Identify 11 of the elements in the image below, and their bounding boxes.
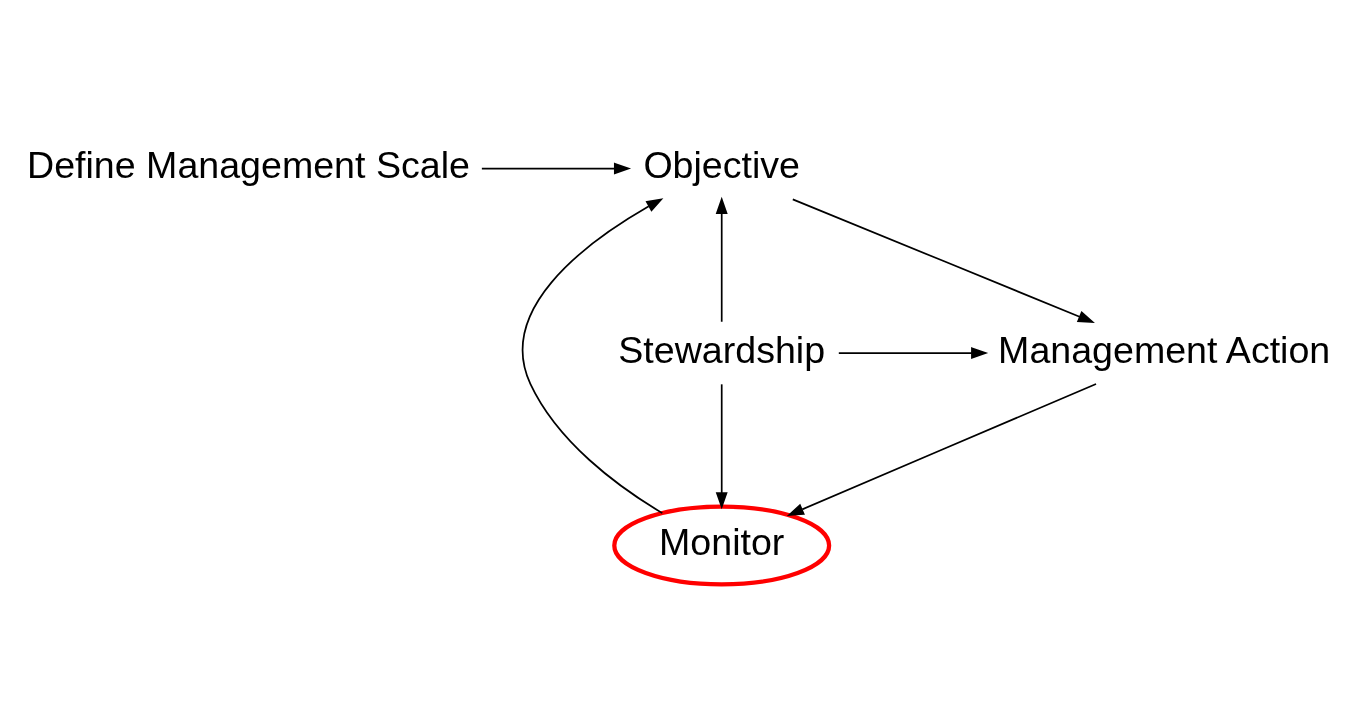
arrow <box>837 346 989 359</box>
arrow <box>791 198 1095 323</box>
node-text: Management Action <box>998 328 1331 371</box>
arrow <box>715 196 728 323</box>
node-text: Define Management Scale <box>27 143 470 186</box>
node-text: Objective <box>643 143 801 186</box>
arrow <box>786 382 1097 516</box>
node-text: Stewardship <box>618 328 826 371</box>
arrow <box>481 162 632 175</box>
arrow <box>715 382 728 509</box>
arrow <box>521 197 664 514</box>
